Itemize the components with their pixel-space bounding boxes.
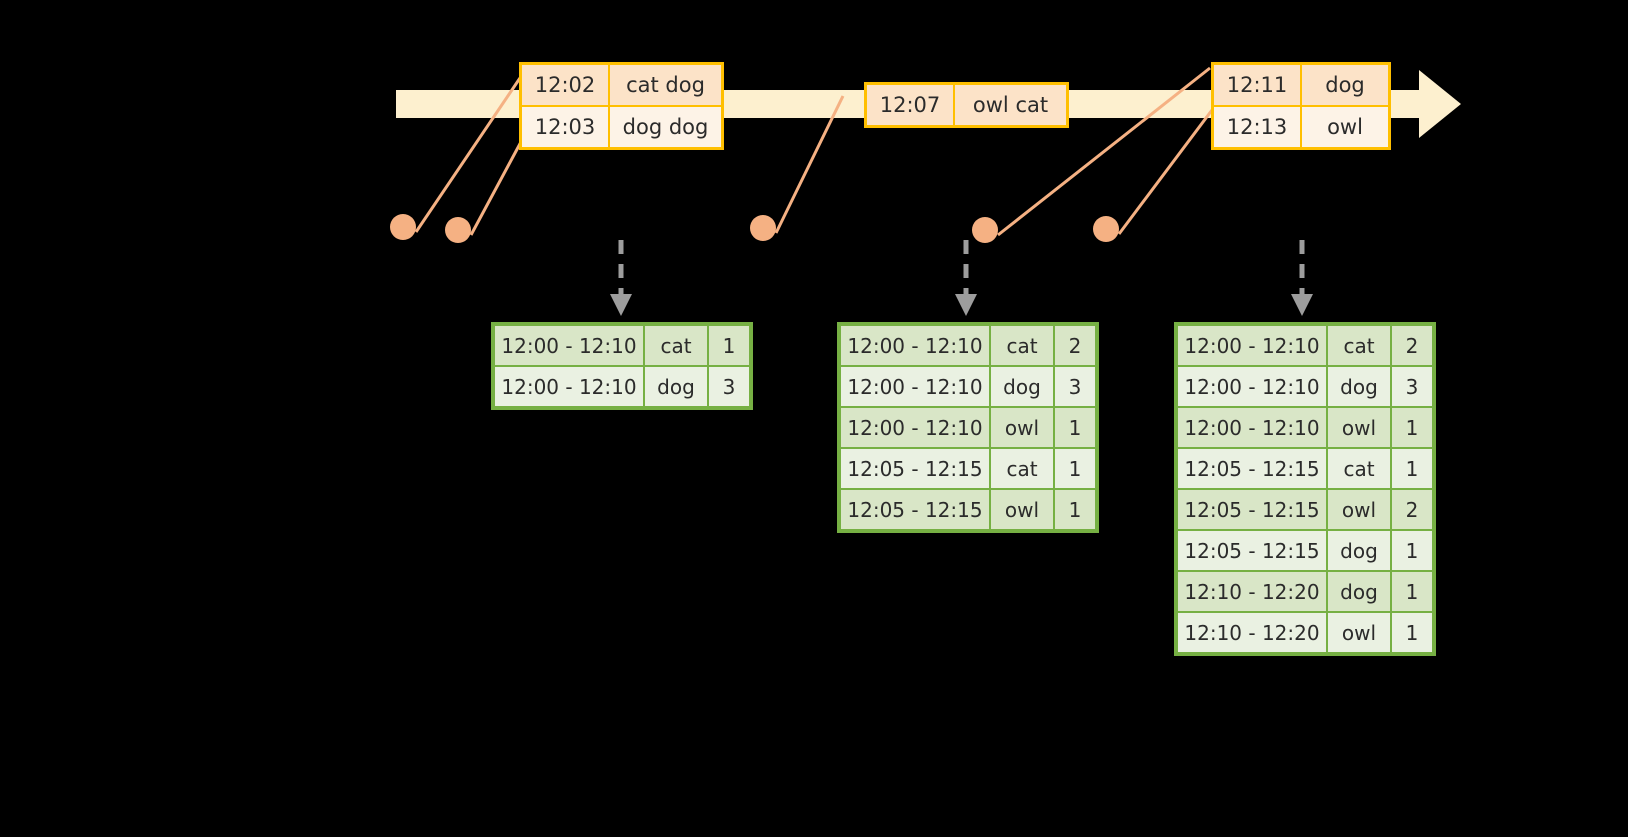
event-time: 12:07 bbox=[867, 85, 955, 125]
cell-key: owl bbox=[1328, 408, 1390, 447]
cell-count: 3 bbox=[1392, 367, 1432, 406]
cell-key: cat bbox=[991, 449, 1053, 488]
cell-window: 12:00 - 12:10 bbox=[841, 367, 989, 406]
connector-dot bbox=[1093, 216, 1119, 242]
event-row: 12:13 owl bbox=[1214, 105, 1388, 147]
event-time: 12:02 bbox=[522, 65, 610, 105]
cell-count: 2 bbox=[1392, 326, 1432, 365]
cell-window: 12:00 - 12:10 bbox=[1178, 408, 1326, 447]
event-value: cat dog bbox=[626, 73, 705, 97]
cell-count: 3 bbox=[709, 367, 749, 406]
cell-key: dog bbox=[1328, 572, 1390, 611]
cell-window: 12:05 - 12:15 bbox=[1178, 531, 1326, 570]
connector-dot bbox=[750, 215, 776, 241]
cell-count: 1 bbox=[1392, 449, 1432, 488]
event-box-1: 12:02 cat dog 12:03 dog dog bbox=[519, 62, 724, 150]
flow-arrow-2-icon bbox=[955, 240, 977, 316]
event-time: 12:03 bbox=[522, 107, 610, 147]
cell-count: 1 bbox=[1392, 572, 1432, 611]
event-value: owl cat bbox=[972, 93, 1049, 117]
event-value: owl bbox=[1327, 115, 1363, 139]
cell-window: 12:10 - 12:20 bbox=[1178, 613, 1326, 652]
event-row: 12:07 owl cat bbox=[867, 85, 1066, 125]
cell-key: dog bbox=[1328, 367, 1390, 406]
cell-key: cat bbox=[645, 326, 707, 365]
event-value: dog dog bbox=[622, 115, 709, 139]
cell-window: 12:05 - 12:15 bbox=[1178, 490, 1326, 529]
cell-window: 12:05 - 12:15 bbox=[841, 490, 989, 529]
event-time: 12:11 bbox=[1214, 65, 1302, 105]
cell-key: owl bbox=[991, 408, 1053, 447]
event-box-2: 12:07 owl cat bbox=[864, 82, 1069, 128]
cell-window: 12:00 - 12:10 bbox=[495, 326, 643, 365]
cell-key: dog bbox=[1328, 531, 1390, 570]
cell-count: 1 bbox=[1392, 613, 1432, 652]
cell-key: cat bbox=[1328, 326, 1390, 365]
cell-key: cat bbox=[1328, 449, 1390, 488]
cell-window: 12:10 - 12:20 bbox=[1178, 572, 1326, 611]
cell-window: 12:05 - 12:15 bbox=[841, 449, 989, 488]
cell-count: 1 bbox=[1055, 490, 1095, 529]
cell-window: 12:00 - 12:10 bbox=[1178, 326, 1326, 365]
event-row: 12:11 dog bbox=[1214, 65, 1388, 105]
cell-key: cat bbox=[991, 326, 1053, 365]
event-value: dog bbox=[1325, 73, 1365, 97]
cell-window: 12:05 - 12:15 bbox=[1178, 449, 1326, 488]
connector-dot bbox=[972, 217, 998, 243]
cell-window: 12:00 - 12:10 bbox=[841, 408, 989, 447]
cell-key: dog bbox=[991, 367, 1053, 406]
cell-count: 1 bbox=[1392, 408, 1432, 447]
flow-arrow-1-icon bbox=[610, 240, 632, 316]
cell-count: 1 bbox=[1055, 449, 1095, 488]
event-time: 12:13 bbox=[1214, 107, 1302, 147]
cell-count: 2 bbox=[1055, 326, 1095, 365]
cell-window: 12:00 - 12:10 bbox=[495, 367, 643, 406]
event-box-3: 12:11 dog 12:13 owl bbox=[1211, 62, 1391, 150]
cell-count: 1 bbox=[709, 326, 749, 365]
cell-key: dog bbox=[645, 367, 707, 406]
cell-count: 2 bbox=[1392, 490, 1432, 529]
timeline-arrowhead-icon bbox=[1419, 70, 1461, 138]
flow-arrow-3-icon bbox=[1291, 240, 1313, 316]
cell-count: 1 bbox=[1392, 531, 1432, 570]
cell-window: 12:00 - 12:10 bbox=[1178, 367, 1326, 406]
event-row: 12:02 cat dog bbox=[522, 65, 721, 105]
cell-key: owl bbox=[991, 490, 1053, 529]
cell-count: 3 bbox=[1055, 367, 1095, 406]
cell-key: owl bbox=[1328, 490, 1390, 529]
cell-count: 1 bbox=[1055, 408, 1095, 447]
cell-key: owl bbox=[1328, 613, 1390, 652]
connector-dot bbox=[445, 217, 471, 243]
cell-window: 12:00 - 12:10 bbox=[841, 326, 989, 365]
event-row: 12:03 dog dog bbox=[522, 105, 721, 147]
connector-dot bbox=[390, 214, 416, 240]
